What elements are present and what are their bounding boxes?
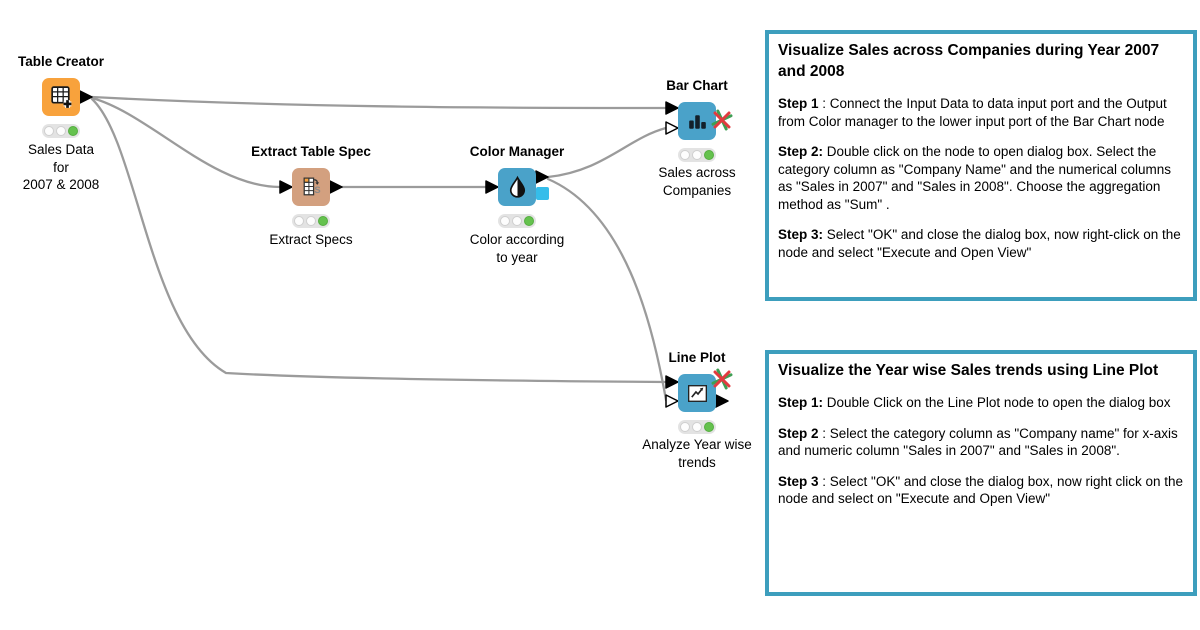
connection-color-manager-bar-chart[interactable] — [546, 126, 668, 179]
annotation-title: Visualize Sales across Companies during … — [778, 42, 1160, 80]
input-port-bottom-line-plot[interactable] — [665, 394, 679, 408]
node-color-manager[interactable] — [498, 168, 536, 206]
input-port-bottom-bar-chart[interactable] — [665, 121, 679, 135]
status-dot-green — [704, 150, 714, 160]
node-extract-table-spec[interactable]: S — [292, 168, 330, 206]
status-dot-yellow — [692, 422, 702, 432]
status-dot-red — [294, 216, 304, 226]
input-port-color-manager[interactable] — [485, 180, 499, 194]
connection-color-manager-line-plot[interactable] — [546, 177, 668, 402]
missing-node-x-icon — [711, 368, 733, 390]
status-dot-yellow — [56, 126, 66, 136]
status-traffic-light-color-manager — [498, 214, 536, 228]
missing-node-x-icon — [711, 109, 733, 131]
node-title-extract-table-spec: Extract Table Spec — [251, 144, 371, 159]
annotation-step-2: Step 2 : Select the category column as "… — [778, 425, 1178, 459]
annotation-step-1: Step 1 : Connect the Input Data to data … — [778, 96, 1167, 129]
droplet-icon — [509, 175, 525, 198]
node-table-creator[interactable] — [42, 78, 80, 116]
line-chart-icon — [687, 384, 707, 402]
status-dot-red — [44, 126, 54, 136]
status-dot-green — [524, 216, 534, 226]
input-port-top-line-plot[interactable] — [665, 375, 679, 389]
status-traffic-light-extract-table-spec — [292, 214, 330, 228]
annotation-step-2: Step 2: Double click on the node to open… — [778, 144, 1172, 212]
node-title-bar-chart: Bar Chart — [666, 78, 728, 93]
status-dot-yellow — [306, 216, 316, 226]
status-dot-yellow — [692, 150, 702, 160]
node-title-color-manager: Color Manager — [469, 144, 565, 159]
node-label-line-plot: Analyze Year wise trends — [642, 437, 752, 470]
node-line-plot[interactable] — [678, 374, 716, 412]
annotation-step-3: Step 3: Select "OK" and close the dialog… — [778, 227, 1181, 260]
status-dot-red — [500, 216, 510, 226]
output-port-table-creator[interactable] — [79, 90, 93, 104]
output-port-extract-table-spec[interactable] — [329, 180, 343, 194]
node-title-table-creator: Table Creator — [17, 54, 105, 69]
node-label-color-manager: Color according to year — [469, 232, 565, 265]
table-plus-icon — [50, 85, 71, 108]
node-label-extract-table-spec: Extract Specs — [269, 232, 353, 247]
status-dot-green — [318, 216, 328, 226]
svg-text:S: S — [314, 185, 320, 195]
connection-table-creator-bar-chart[interactable] — [90, 95, 668, 110]
node-label-bar-chart: Sales across Companies — [658, 165, 736, 198]
status-traffic-light-line-plot — [678, 420, 716, 434]
connection-table-creator-extract-table-spec[interactable] — [90, 96, 282, 189]
node-bar-chart[interactable] — [678, 102, 716, 140]
annotation-title: Visualize the Year wise Sales trends usi… — [778, 362, 1159, 379]
input-port-extract-table-spec[interactable] — [279, 180, 293, 194]
status-dot-green — [68, 126, 78, 136]
node-title-line-plot: Line Plot — [668, 350, 726, 365]
connection-table-creator-line-plot[interactable] — [90, 97, 668, 384]
bar-chart-icon — [688, 114, 706, 129]
status-traffic-light-table-creator — [42, 124, 80, 138]
node-label-table-creator: Sales Data for 2007 & 2008 — [22, 142, 100, 192]
output-port-color-manager[interactable] — [535, 170, 549, 184]
status-traffic-light-bar-chart — [678, 148, 716, 162]
color-model-port[interactable] — [536, 187, 549, 200]
annotation-step-1: Step 1: Double Click on the Line Plot no… — [778, 395, 1171, 410]
input-port-top-bar-chart[interactable] — [665, 101, 679, 115]
workflow-annotation-line-plot[interactable]: Visualize the Year wise Sales trends usi… — [765, 350, 1197, 596]
table-spec-icon: S — [303, 177, 320, 195]
status-dot-yellow — [512, 216, 522, 226]
workflow-annotation-bar-chart[interactable]: Visualize Sales across Companies during … — [765, 30, 1197, 301]
output-port-line-plot[interactable] — [715, 394, 729, 408]
status-dot-red — [680, 422, 690, 432]
status-dot-red — [680, 150, 690, 160]
annotation-step-3: Step 3 : Select "OK" and close the dialo… — [778, 473, 1184, 507]
status-dot-green — [704, 422, 714, 432]
